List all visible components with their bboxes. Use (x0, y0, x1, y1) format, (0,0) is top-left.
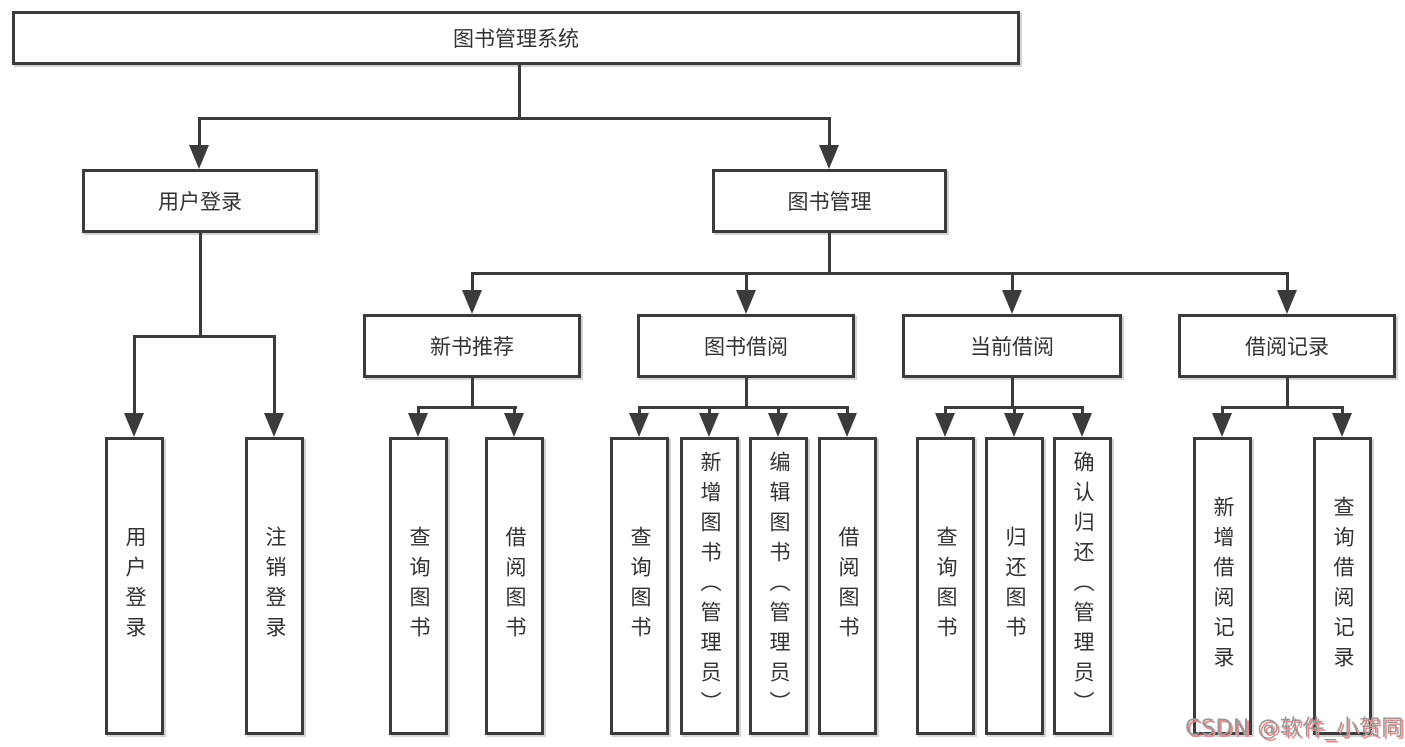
connector-line (828, 117, 831, 149)
node-borrow-records: 借阅记录 (1178, 314, 1396, 378)
arrow-down-icon (124, 413, 144, 437)
connector-line (1011, 272, 1014, 294)
leaf-borrow-books-1: 借阅图书 (485, 437, 544, 735)
connector-line (745, 272, 748, 294)
connector-line (638, 406, 641, 416)
leaf-query-books-3: 查询图书 (916, 437, 975, 735)
connector-line (417, 406, 517, 409)
arrow-down-icon (736, 290, 756, 314)
arrow-down-icon (935, 413, 955, 437)
leaf-add-borrow-record: 新增借阅记录 (1193, 437, 1252, 735)
connector-line (1221, 406, 1343, 409)
node-user-login: 用户登录 (82, 169, 318, 233)
node-borrow-records-label: 借阅记录 (1245, 335, 1329, 359)
node-book-management-label: 图书管理 (787, 190, 872, 214)
connector-line (471, 272, 474, 294)
connector-line (513, 406, 516, 416)
connector-line (708, 406, 711, 416)
leaf-query-borrow-record: 查询借阅记录 (1313, 437, 1372, 735)
connector-line (198, 117, 201, 149)
connector-line (1286, 272, 1289, 294)
connector-line (471, 378, 474, 409)
node-book-borrow-label: 图书借阅 (704, 335, 788, 359)
arrow-down-icon (189, 145, 209, 169)
node-user-login-label: 用户登录 (158, 190, 242, 214)
arrow-down-icon (1072, 413, 1092, 437)
leaf-user-login: 用户登录 (105, 437, 164, 735)
arrow-down-icon (264, 413, 284, 437)
arrow-down-icon (1332, 413, 1352, 437)
connector-line (273, 335, 276, 415)
arrow-down-icon (1277, 290, 1297, 314)
connector-line (777, 406, 780, 416)
connector-line (638, 406, 849, 409)
connector-line (1286, 378, 1289, 409)
csdn-watermark: CSDN @软件_小贺同学 (1185, 716, 1405, 741)
connector-line (846, 406, 849, 416)
connector-line (1221, 406, 1224, 416)
leaf-borrow-books-2: 借阅图书 (818, 437, 877, 735)
arrow-down-icon (504, 413, 524, 437)
leaf-confirm-return-admin: 确认归还（管理员） (1053, 437, 1112, 735)
leaf-edit-book-admin: 编辑图书（管理员） (749, 437, 808, 735)
connector-line (199, 233, 202, 335)
connector-line (198, 117, 831, 120)
connector-line (944, 406, 947, 416)
leaf-logout: 注销登录 (245, 437, 304, 735)
node-new-book-recommend-label: 新书推荐 (430, 335, 514, 359)
connector-line (133, 335, 136, 415)
arrow-down-icon (837, 413, 857, 437)
connector-line (133, 335, 276, 338)
leaf-add-book-admin: 新增图书（管理员） (680, 437, 739, 735)
connector-line (1013, 406, 1016, 416)
arrow-down-icon (819, 145, 839, 169)
arrow-down-icon (629, 413, 649, 437)
node-root-label: 图书管理系统 (453, 27, 579, 51)
connector-line (471, 272, 1288, 275)
arrow-down-icon (1212, 413, 1232, 437)
arrow-down-icon (1004, 413, 1024, 437)
node-book-management: 图书管理 (712, 169, 947, 233)
leaf-query-books-2: 查询图书 (610, 437, 669, 735)
arrow-down-icon (1002, 290, 1022, 314)
connector-line (518, 65, 521, 118)
arrow-down-icon (408, 413, 428, 437)
connector-line (417, 406, 420, 416)
connector-line (1011, 378, 1014, 409)
leaf-query-books-1: 查询图书 (389, 437, 448, 735)
connector-line (745, 378, 748, 409)
arrow-down-icon (462, 290, 482, 314)
node-current-borrow-label: 当前借阅 (970, 335, 1054, 359)
arrow-down-icon (699, 413, 719, 437)
connector-line (1081, 406, 1084, 416)
node-book-borrow: 图书借阅 (637, 314, 855, 378)
arrow-down-icon (768, 413, 788, 437)
node-root: 图书管理系统 (12, 11, 1020, 65)
connector-line (828, 233, 831, 274)
leaf-return-book: 归还图书 (985, 437, 1044, 735)
connector-line (1341, 406, 1344, 416)
node-new-book-recommend: 新书推荐 (363, 314, 581, 378)
node-current-borrow: 当前借阅 (902, 314, 1122, 378)
